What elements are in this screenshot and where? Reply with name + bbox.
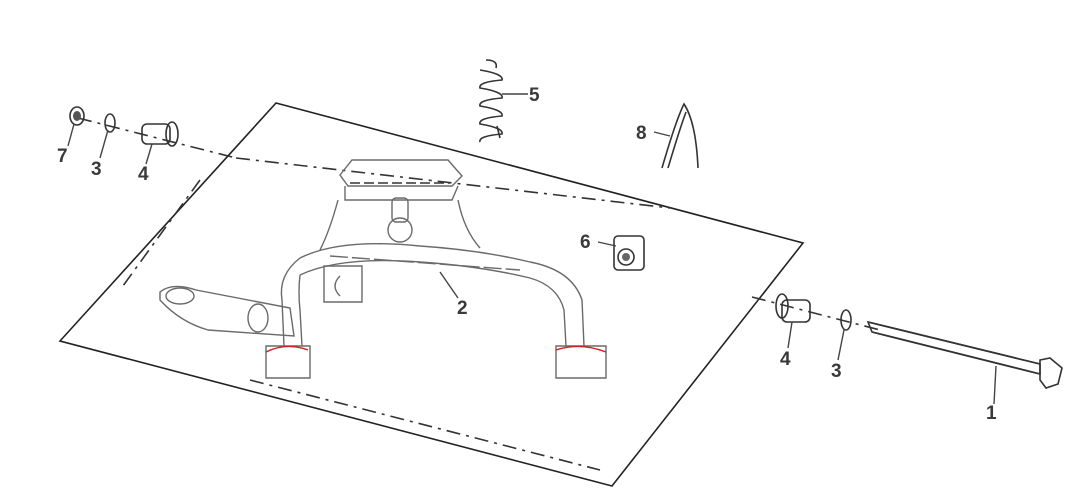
- bushing-part-4-right: [775, 293, 811, 323]
- callout-8: 8: [636, 123, 647, 144]
- washer-part-3-right: [840, 309, 852, 331]
- callout-6: 6: [580, 232, 591, 253]
- leader-4-right: [787, 321, 793, 349]
- pivot-axis-left-lower: [119, 179, 201, 291]
- stopper-part-6: [613, 235, 645, 271]
- callout-3-left: 3: [91, 159, 102, 180]
- leader-8: [653, 131, 671, 137]
- main-stand-part-2: [159, 159, 607, 379]
- callout-4-right: 4: [780, 349, 791, 370]
- spring-part-5: [479, 59, 503, 143]
- callout-3-right: 3: [831, 361, 842, 382]
- callout-1: 1: [986, 403, 997, 424]
- leader-6: [597, 241, 617, 247]
- pivot-bolt-part-1: [866, 320, 1063, 389]
- leader-7: [67, 123, 75, 147]
- bushing-part-4-left: [141, 121, 179, 147]
- callout-5: 5: [529, 85, 540, 106]
- nut-part-7: [69, 106, 85, 126]
- leader-4-left: [145, 143, 153, 165]
- pivot-axis-right: [751, 296, 881, 331]
- assembly-boundary: [58, 102, 805, 487]
- pivot-axis-bottom: [249, 379, 601, 471]
- leader-1: [993, 365, 997, 405]
- callout-2: 2: [457, 298, 468, 319]
- callout-7: 7: [57, 146, 68, 167]
- callout-4-left: 4: [138, 164, 149, 185]
- leader-2: [439, 271, 459, 299]
- leader-3-right: [837, 329, 845, 361]
- washer-part-3-left: [104, 113, 116, 133]
- leader-3-left: [99, 129, 109, 159]
- wire-clip-part-8: [661, 102, 699, 169]
